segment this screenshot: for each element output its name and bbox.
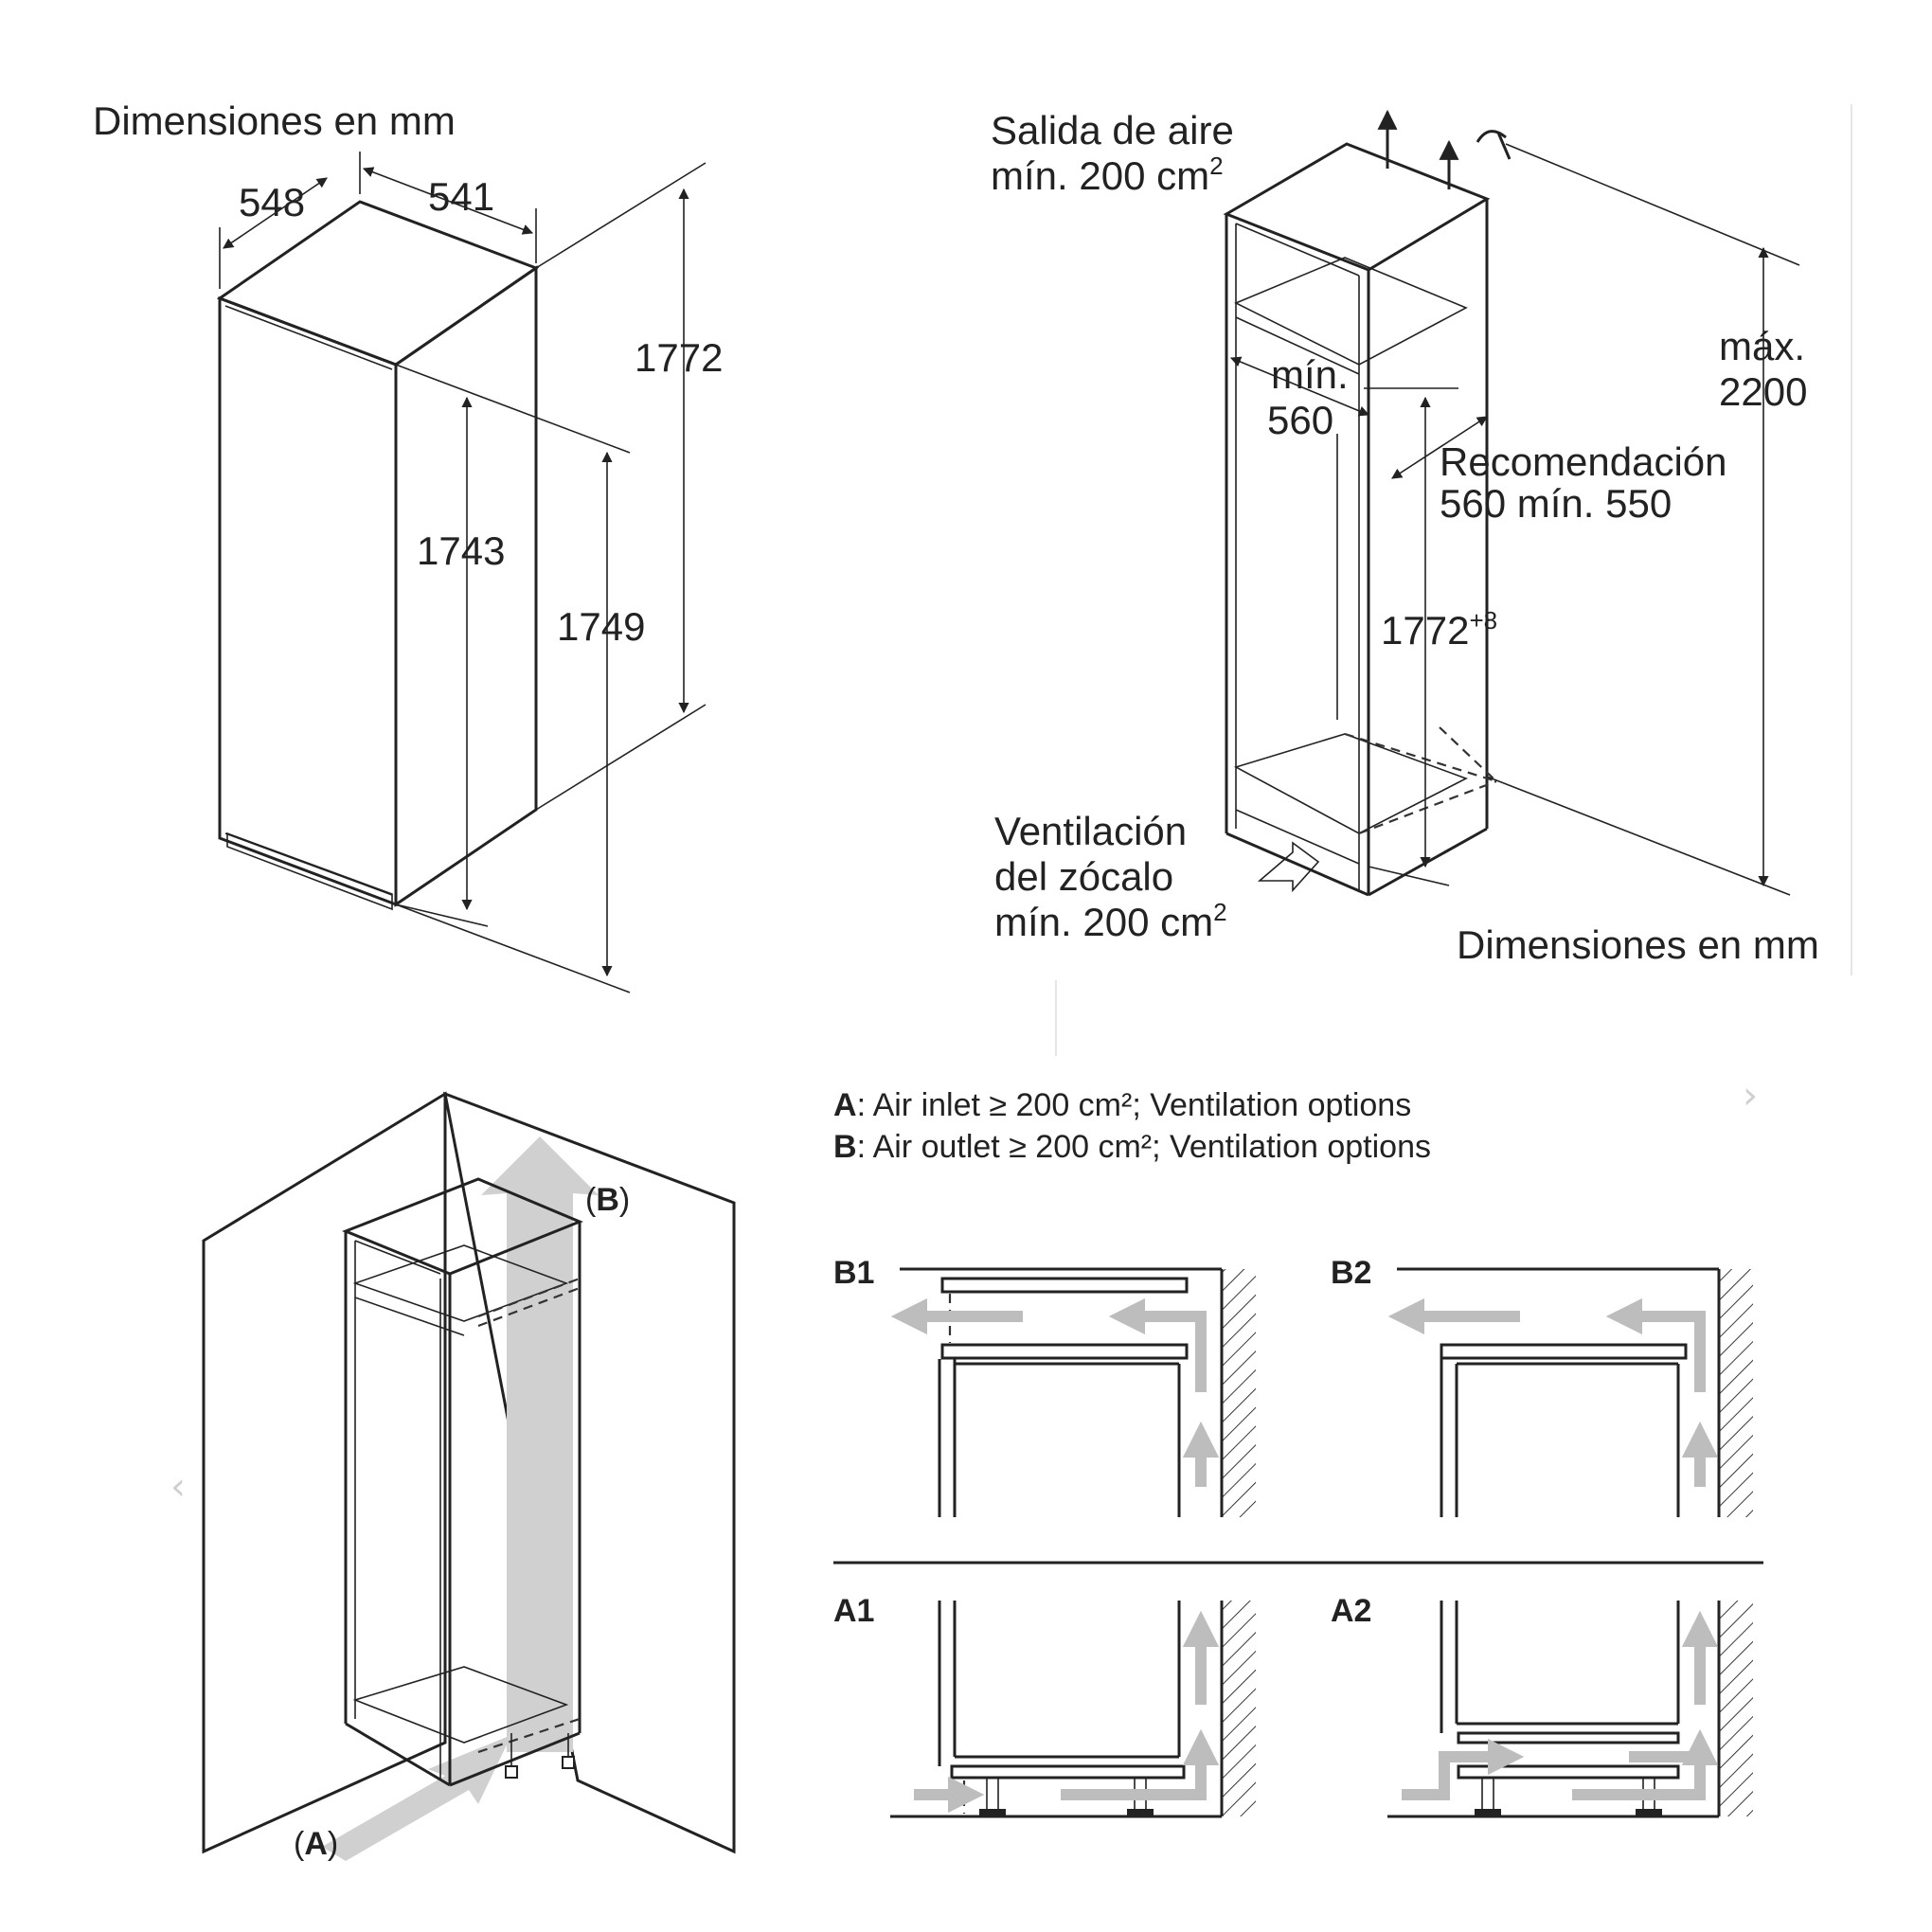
outlet-arrow-icon: [481, 1136, 599, 1752]
niche-footer: Dimensiones en mm: [1457, 922, 1819, 967]
max-height-line1: máx.: [1719, 324, 1805, 368]
option-b2: B2: [1331, 1255, 1753, 1517]
ventilation-options: B1 B2: [833, 1255, 1763, 1818]
svg-text:1772+8: 1772+8: [1381, 606, 1497, 653]
prev-button[interactable]: ‹: [170, 1466, 199, 1508]
legend: A: Air inlet ≥ 200 cm²; Ventilation opti…: [833, 1087, 1431, 1165]
option-b1: B1: [833, 1255, 1256, 1517]
chevron-left-icon: ‹: [170, 1465, 186, 1509]
dims-heading: Dimensiones en mm: [93, 98, 456, 143]
legend-a-key: A: [833, 1087, 857, 1123]
legend-b-text: : Air outlet ≥ 200 cm²; Ventilation opti…: [857, 1129, 1431, 1165]
legend-a-text: : Air inlet ≥ 200 cm²; Ventilation optio…: [857, 1087, 1412, 1123]
svg-text:mín. 200 cm2: mín. 200 cm2: [994, 898, 1227, 944]
niche-height-value: 1772: [1381, 608, 1469, 653]
appliance-front: [218, 295, 398, 907]
option-a2-label: A2: [1331, 1593, 1371, 1629]
body-height-value: 1743: [417, 528, 505, 573]
svg-text:mín. 200 cm2: mín. 200 cm2: [991, 152, 1224, 198]
appliance-side: [394, 265, 538, 907]
depth-rec-line2: 560 mín. 550: [1440, 481, 1672, 526]
svg-text:(A): (A): [294, 1826, 338, 1862]
width-value: 541: [428, 174, 494, 219]
max-height-line2: 2200: [1719, 369, 1807, 414]
option-a2: A2: [1331, 1593, 1753, 1818]
option-b2-label: B2: [1331, 1255, 1371, 1291]
svg-text:B: Air outlet ≥ 200 cm²; Venti: B: Air outlet ≥ 200 cm²; Ventilation opt…: [833, 1129, 1431, 1165]
option-a1: A1: [833, 1593, 1256, 1818]
depth-value: 548: [239, 180, 305, 224]
min-width-line2: 560: [1267, 398, 1333, 442]
air-outlet-line2: mín. 200 cm: [991, 153, 1209, 198]
legend-b-key: B: [833, 1129, 857, 1165]
air-outlet-line1: Salida de aire: [991, 108, 1234, 152]
min-width-line1: mín.: [1271, 352, 1349, 397]
label-outlet: B: [596, 1182, 619, 1218]
niche-height-tolerance: +8: [1469, 606, 1497, 635]
svg-text:A: Air inlet ≥ 200 cm²; Ventil: A: Air inlet ≥ 200 cm²; Ventilation opti…: [833, 1087, 1411, 1123]
plinth-line1: Ventilación: [994, 809, 1187, 853]
appliance-top: [216, 200, 540, 367]
depth-rec-line1: Recomendación: [1440, 439, 1727, 484]
door-height-value: 1749: [557, 604, 645, 649]
niche-dimensions-panel: Salida de aire mín. 200 cm2 mín. 560 Rec…: [991, 108, 1819, 967]
plinth-line2: del zócalo: [994, 854, 1173, 899]
airflow-panel: (B) (A): [202, 1091, 736, 1862]
svg-text:(B): (B): [585, 1182, 630, 1218]
label-inlet: A: [304, 1826, 328, 1862]
appliance-dimensions-panel: Dimensiones en mm 548 541 1772 1743 1749: [93, 98, 723, 993]
total-height-value: 1772: [635, 335, 723, 380]
plinth-sup: 2: [1213, 898, 1226, 926]
option-a1-label: A1: [833, 1593, 874, 1629]
option-b1-label: B1: [833, 1255, 874, 1291]
plinth-line3: mín. 200 cm: [994, 900, 1213, 944]
next-button[interactable]: ›: [1743, 1075, 1771, 1117]
air-outlet-sup: 2: [1209, 152, 1223, 180]
chevron-right-icon: ›: [1743, 1074, 1758, 1118]
inlet-arrow-icon: [322, 1735, 511, 1861]
